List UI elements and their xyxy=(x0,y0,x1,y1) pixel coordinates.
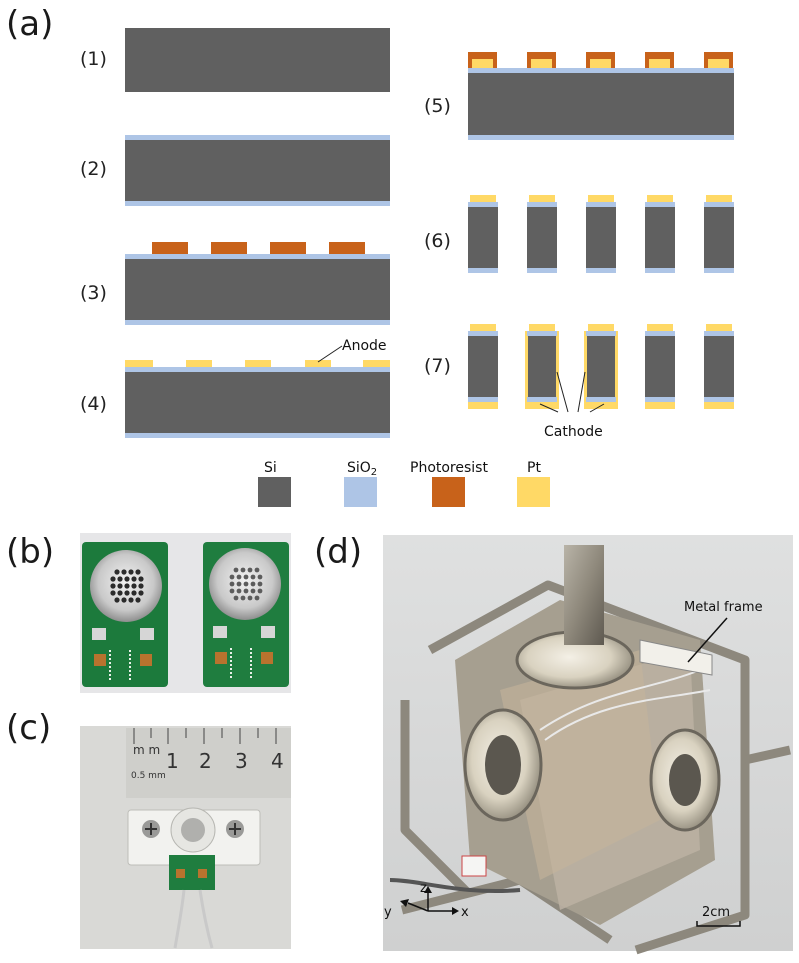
step2-wafer xyxy=(125,135,390,206)
step1-si-substrate xyxy=(125,28,390,92)
legend-swatch-photoresist xyxy=(432,477,465,507)
legend-label-sio2: SiO2 xyxy=(347,460,377,478)
legend-label-photoresist: Photoresist xyxy=(410,460,488,476)
step-label-4: (4) xyxy=(80,393,107,415)
svg-text:3: 3 xyxy=(235,749,248,773)
panel-label-a: (a) xyxy=(6,4,54,44)
axis-triad xyxy=(400,886,459,915)
step-label-6: (6) xyxy=(424,230,451,252)
cathode-label: Cathode xyxy=(544,424,603,440)
panel-label-d: (d) xyxy=(314,532,363,572)
step-label-5: (5) xyxy=(424,95,451,117)
svg-text:1: 1 xyxy=(166,749,179,773)
scale-bar-label: 2cm xyxy=(702,905,730,920)
metal-frame-callout-line xyxy=(687,617,728,663)
photo-b-sensor-chips xyxy=(80,533,291,693)
anode-label: Anode xyxy=(342,338,387,354)
step-label-3: (3) xyxy=(80,282,107,304)
step6-pillars xyxy=(468,195,734,273)
legend-label-si: Si xyxy=(264,460,277,476)
scale-bar xyxy=(696,921,741,927)
step3-wafer xyxy=(125,242,390,325)
axis-label-y: y xyxy=(384,905,392,920)
legend-label-pt: Pt xyxy=(527,460,541,476)
legend-swatch-sio2 xyxy=(344,477,377,507)
step-label-7: (7) xyxy=(424,355,451,377)
panel-label-b: (b) xyxy=(6,532,55,572)
metal-frame-label: Metal frame xyxy=(684,600,763,615)
svg-text:0.5 mm: 0.5 mm xyxy=(131,771,166,781)
legend: Si SiO2 Photoresist Pt xyxy=(258,460,550,507)
svg-text:4: 4 xyxy=(271,749,284,773)
step4-wafer xyxy=(125,360,390,438)
axis-label-z: z xyxy=(420,881,427,896)
photo-c-sensor-with-ruler: 1 2 3 4 m m 0.5 mm xyxy=(80,726,291,949)
axis-label-x: x xyxy=(461,905,469,920)
step7-pillars xyxy=(468,324,734,409)
anode-callout-line xyxy=(317,345,343,363)
step-label-2: (2) xyxy=(80,158,107,180)
step5-stacks xyxy=(468,52,733,68)
step5-wafer xyxy=(468,52,734,140)
svg-text:2: 2 xyxy=(199,749,212,773)
legend-swatch-si xyxy=(258,477,291,507)
svg-text:m m: m m xyxy=(133,743,160,757)
legend-swatch-pt xyxy=(517,477,550,507)
panel-label-c: (c) xyxy=(6,708,52,748)
cathode-callout-lines xyxy=(539,371,605,413)
step-label-1: (1) xyxy=(80,48,107,70)
photo-d-accelerometer xyxy=(383,535,793,955)
